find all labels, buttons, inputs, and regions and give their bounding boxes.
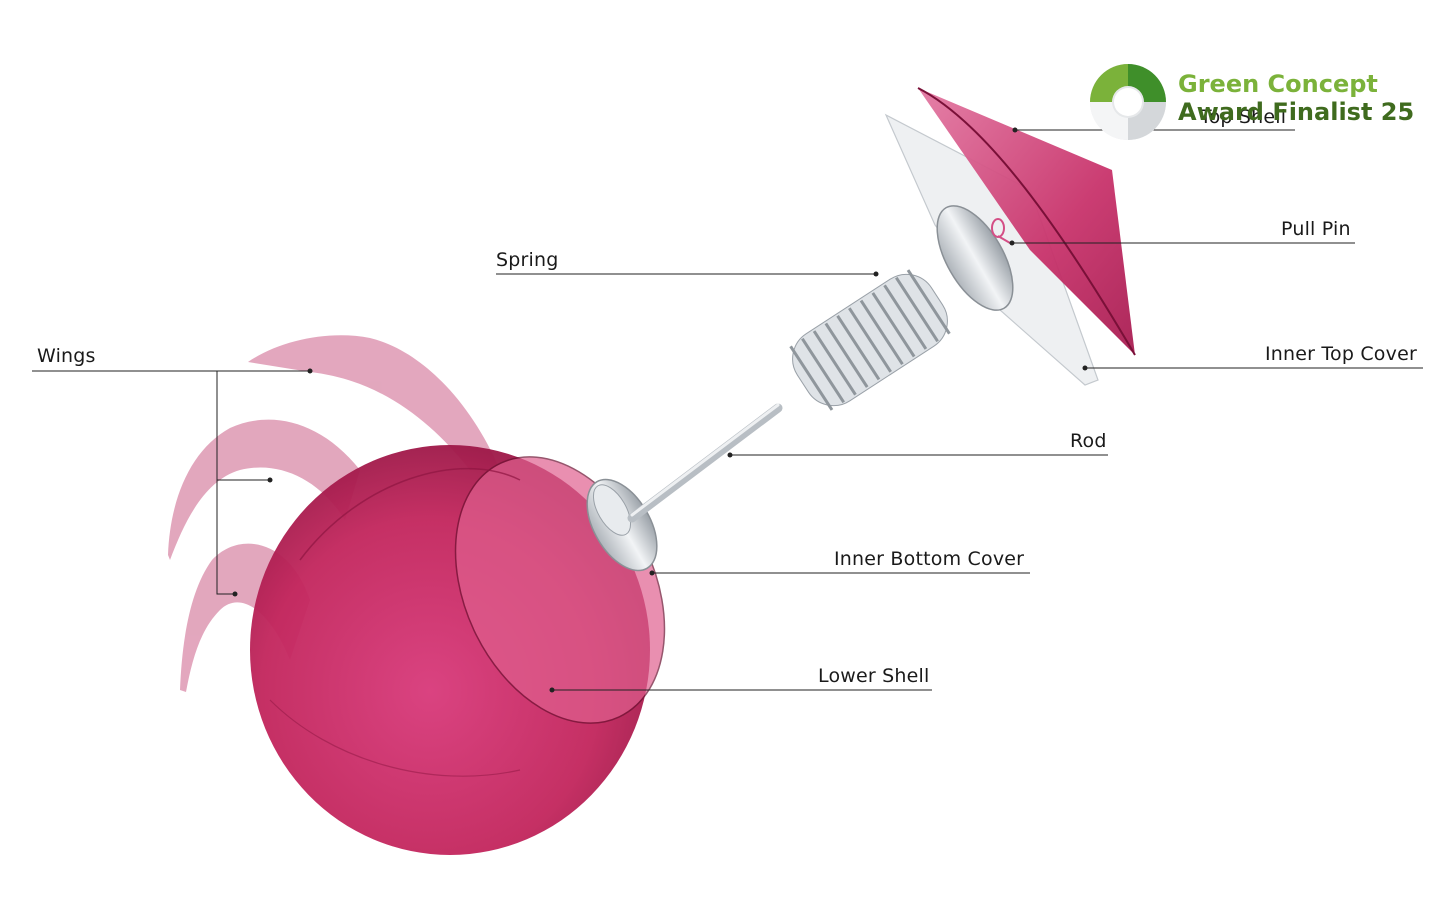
leader-wings-vertical (216, 371, 235, 595)
label-spring: Spring (496, 249, 559, 271)
label-top-shell: Top Shell (1200, 106, 1287, 128)
pull-pin-part (991, 218, 1011, 244)
label-inner-bottom-cover: Inner Bottom Cover (834, 548, 1025, 570)
label-wings: Wings (37, 345, 96, 367)
badge-line2: Award Finalist 25 (1178, 98, 1415, 126)
label-rod: Rod (1070, 430, 1107, 452)
top-shell-part (917, 87, 1136, 356)
label-lower-shell: Lower Shell (818, 665, 930, 687)
leader-dots (232, 127, 1088, 693)
leader-lines (32, 129, 1423, 691)
inner-bottom-cover-part (586, 478, 658, 572)
award-badge: Green Concept Award Finalist 25 (1088, 60, 1414, 144)
label-inner-top-cover: Inner Top Cover (1265, 343, 1417, 365)
spring-part (789, 269, 951, 411)
badge-line1: Green Concept (1178, 70, 1378, 98)
rod-part (627, 403, 783, 523)
label-pull-pin: Pull Pin (1281, 218, 1351, 240)
award-logo-icon (1090, 64, 1166, 140)
